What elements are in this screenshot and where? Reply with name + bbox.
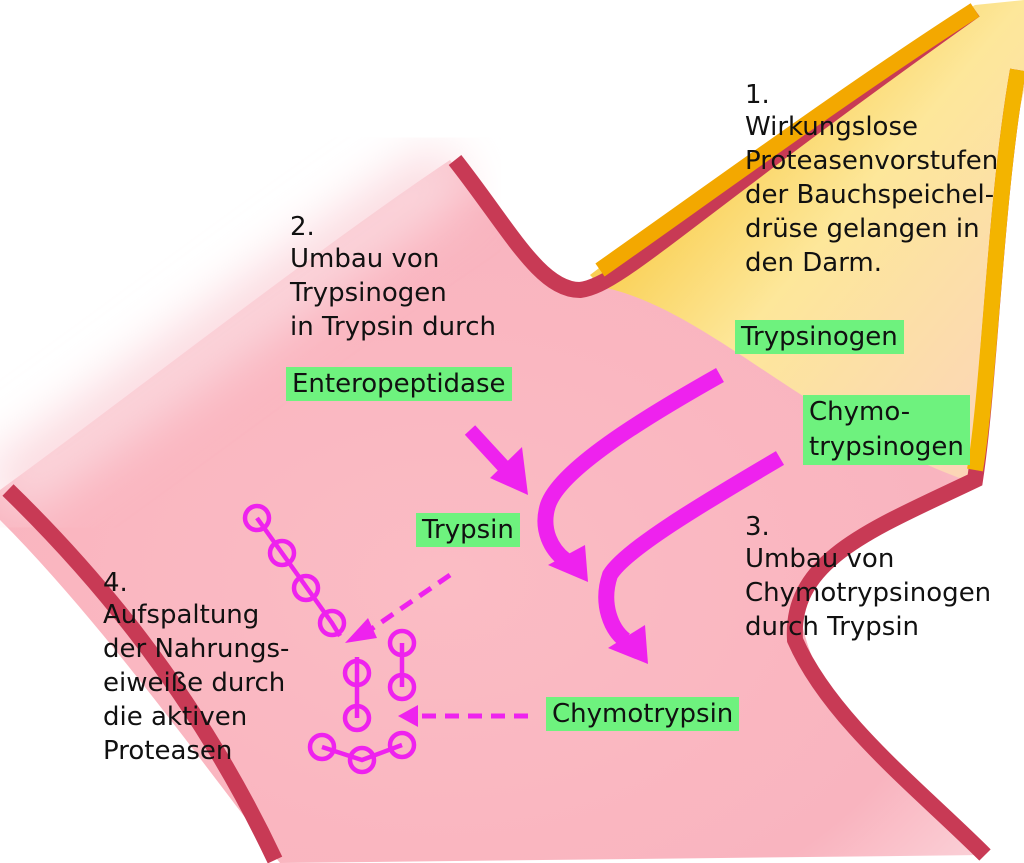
enteropeptidase-arrow <box>464 425 528 495</box>
step2-text: Umbau von Trypsinogen in Trypsin durch <box>290 244 496 342</box>
label-trypsinogen: Trypsinogen <box>735 320 904 354</box>
step4-text: Aufspaltung der Nahrungs- eiweiße durch … <box>103 600 290 766</box>
step2-number: 2. <box>290 212 315 242</box>
step4-number: 4. <box>103 568 128 598</box>
step1-number: 1. <box>745 80 770 110</box>
intestine-wall-left <box>2 484 283 863</box>
step1-text: Wirkungslose Proteasenvorstufen der Bauc… <box>745 112 999 278</box>
trypsin-cleave-arrow <box>345 572 452 643</box>
trypsinogen-to-trypsin-arrow <box>537 368 724 582</box>
label-enteropeptidase: Enteropeptidase <box>286 367 512 401</box>
label-trypsin: Trypsin <box>416 513 520 547</box>
protein-chain <box>242 503 417 775</box>
chymotrypsinogen-to-chymotrypsin-arrow <box>598 451 785 664</box>
step3-number: 3. <box>745 512 770 542</box>
chymotrypsin-cleave-arrow <box>398 705 528 727</box>
step3-text: Umbau von Chymotrypsinogen durch Trypsin <box>745 544 992 642</box>
label-chymotrypsin: Chymotrypsin <box>546 697 740 731</box>
label-chymotrypsinogen: Chymo- trypsinogen <box>803 395 970 465</box>
